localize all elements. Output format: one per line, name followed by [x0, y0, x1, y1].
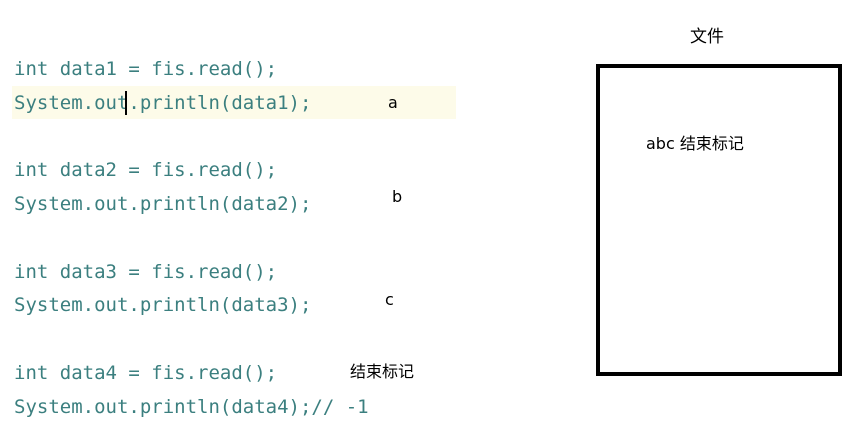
- annotation-c: c: [385, 290, 394, 309]
- file-title: 文件: [690, 27, 724, 47]
- code-line-5: int data3 = fis.read();: [14, 261, 278, 283]
- code-line-6: System.out.println(data3);: [14, 294, 312, 316]
- code-line-3: int data2 = fis.read();: [14, 159, 278, 181]
- code-line-7: int data4 = fis.read();: [14, 362, 278, 384]
- code-line-4: System.out.println(data2);: [14, 193, 312, 215]
- file-box: abc 结束标记: [596, 64, 842, 376]
- current-line-highlight: [12, 86, 456, 119]
- annotation-end-marker: 结束标记: [350, 362, 415, 381]
- code-line-2: System.out.println(data1);: [14, 92, 312, 114]
- annotation-b: b: [392, 187, 403, 206]
- code-line-1: int data1 = fis.read();: [14, 58, 278, 80]
- code-line-8: System.out.println(data4);// -1: [14, 396, 369, 418]
- file-content: abc 结束标记: [646, 134, 744, 153]
- annotation-a: a: [388, 93, 398, 112]
- text-cursor: [125, 91, 127, 115]
